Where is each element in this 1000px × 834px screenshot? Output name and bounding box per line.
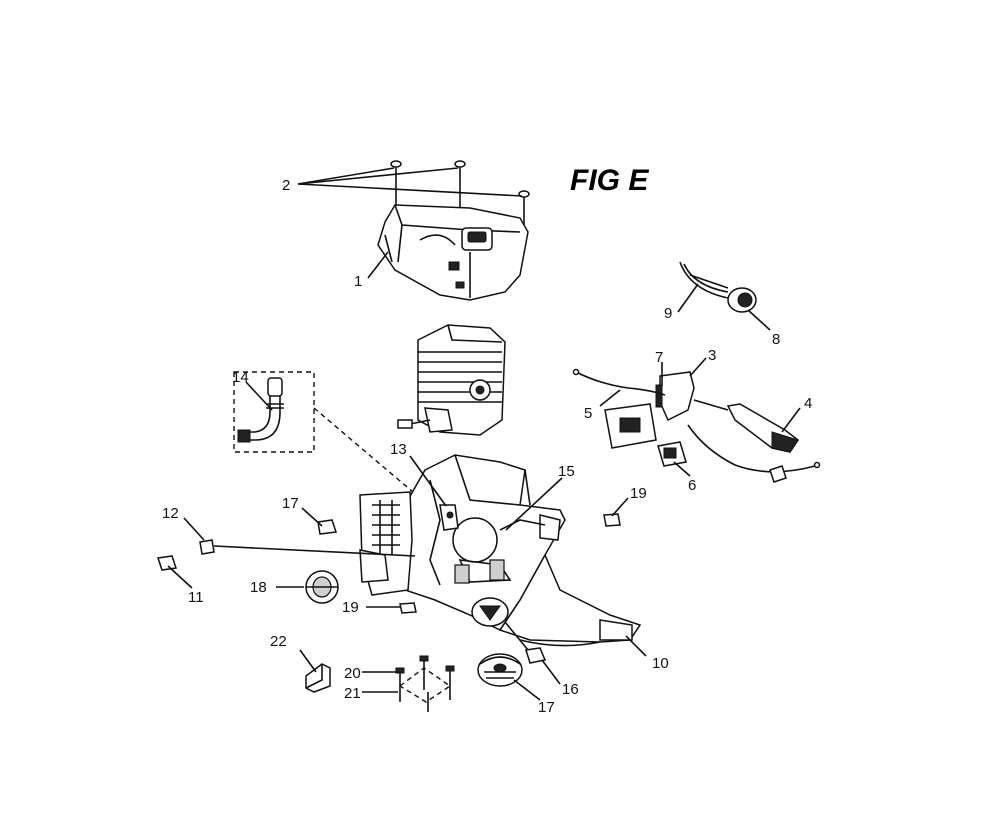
callout-5: 5 <box>584 405 592 422</box>
callout-3: 3 <box>708 347 716 364</box>
fuel-filter-inset <box>233 371 421 499</box>
leader-lines <box>167 167 801 701</box>
bumper-22 <box>305 663 331 693</box>
callout-12: 12 <box>162 505 179 522</box>
callout-19-right: 19 <box>630 485 647 502</box>
screws-20-21 <box>395 655 455 712</box>
bracket-13 <box>439 504 459 531</box>
callout-10: 10 <box>652 655 669 672</box>
callout-7: 7 <box>655 349 663 366</box>
engine-cylinder <box>397 324 506 436</box>
callout-16: 16 <box>562 681 579 698</box>
callout-17-bottom: 17 <box>538 699 555 716</box>
callout-13: 13 <box>390 441 407 458</box>
clip-17 <box>317 519 338 535</box>
callout-17-top: 17 <box>282 495 299 512</box>
switch-6 <box>657 441 687 467</box>
callout-14: 14 <box>232 369 249 386</box>
callout-11: 11 <box>188 589 204 606</box>
callout-21: 21 <box>344 685 361 702</box>
handle-housing-3 <box>604 371 695 449</box>
callout-2: 2 <box>282 177 290 194</box>
side-plate <box>359 491 413 596</box>
fitting-12 <box>199 539 416 557</box>
figure-title: FIG E <box>570 164 649 197</box>
trigger-4 <box>693 399 800 453</box>
wire-harness <box>687 424 821 483</box>
callout-1: 1 <box>354 273 362 290</box>
clip-19-left <box>399 602 417 614</box>
callout-18: 18 <box>250 579 267 596</box>
callout-20: 20 <box>344 665 361 682</box>
fuel-cap-17 <box>477 653 523 687</box>
grommet-18 <box>305 570 339 604</box>
callout-15: 15 <box>558 463 575 480</box>
primer-bulb-8 <box>727 287 757 313</box>
callout-22: 22 <box>270 633 287 650</box>
part-15 <box>499 519 546 531</box>
cap-11 <box>157 555 177 571</box>
throttle-cable-5 <box>572 368 666 396</box>
callout-19-left: 19 <box>342 599 359 616</box>
callout-6: 6 <box>688 477 696 494</box>
top-cover <box>377 204 529 301</box>
wire-9 <box>679 261 729 299</box>
callout-4: 4 <box>804 395 812 412</box>
callout-labels: 2 1 9 8 7 3 5 4 6 14 13 15 19 17 12 11 1… <box>162 177 812 716</box>
switch-7 <box>655 384 663 408</box>
tank-opening-16 <box>471 597 547 664</box>
callout-9: 9 <box>664 305 672 322</box>
callout-8: 8 <box>772 331 780 348</box>
